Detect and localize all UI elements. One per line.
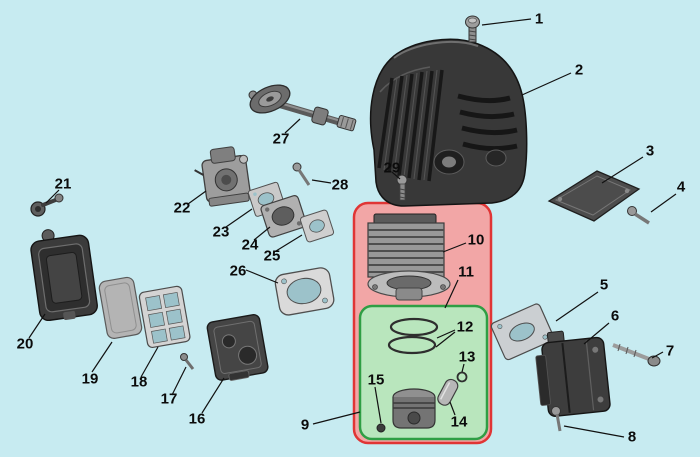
part-12-piston-rings-drawing [387,317,439,355]
part-label-22: 22 [173,199,191,217]
part-label-11: 11 [458,263,474,281]
part-label-25: 25 [263,247,281,265]
part-14-wrist-pin-drawing [437,378,459,406]
part-label-28: 28 [331,176,349,194]
highlight-region-green [358,304,489,441]
part-24-spacer-drawing [260,195,307,238]
part-label-6: 6 [610,307,620,325]
part-label-15: 15 [367,371,385,389]
part-label-24: 24 [241,236,259,254]
part-8-screw-drawing [551,406,562,432]
part-label-23: 23 [212,223,230,241]
part-label-5: 5 [599,276,609,294]
part-label-13: 13 [458,348,476,366]
part-label-16: 16 [188,410,206,428]
part-19-filter-foam-drawing [98,276,143,340]
part-16-mount-drawing [206,314,269,381]
part-5-gasket-plate-drawing [490,303,555,361]
part-28-screw-drawing [292,162,311,186]
part-25-gasket-drawing [299,209,335,243]
part-18-filter-frame-drawing [138,285,191,349]
part-20-airbox-drawing [30,229,98,322]
part-2-cylinder-cover-drawing [369,38,528,207]
part-label-2: 2 [574,61,584,79]
part-label-8: 8 [627,428,637,446]
part-1-screw-drawing [465,15,480,43]
part-label-14: 14 [450,413,468,431]
part-13-circlip-drawing [456,371,468,383]
part-label-7: 7 [665,342,675,360]
part-27-shaft-drawing [248,84,357,132]
part-label-21: 21 [54,175,72,193]
part-21-choke-lever-drawing [30,193,64,217]
part-label-1: 1 [534,10,544,28]
part-label-9: 9 [300,416,310,434]
part-26-gasket-drawing [274,267,335,316]
part-label-10: 10 [467,231,485,249]
part-3-heat-shield-drawing [547,170,641,222]
part-17-screw-drawing [180,353,195,370]
part-label-27: 27 [272,130,290,148]
part-10-cylinder-drawing [367,213,451,301]
part-15-piston-drawing [376,388,436,433]
part-label-29: 29 [383,159,401,177]
part-6-muffler-drawing [535,330,611,417]
leader-lines [28,18,677,438]
part-4-screw-drawing [627,206,650,225]
part-label-17: 17 [160,390,178,408]
part-label-26: 26 [229,262,247,280]
part-label-19: 19 [81,370,99,388]
part-label-18: 18 [130,373,148,391]
part-label-3: 3 [645,142,655,160]
part-29-screw-drawing [396,174,408,201]
part-label-20: 20 [16,335,34,353]
part-label-4: 4 [676,178,686,196]
part-7-screw-drawing [612,343,661,367]
part-label-12: 12 [456,318,474,336]
part-22-carburetor-drawing [194,146,251,207]
